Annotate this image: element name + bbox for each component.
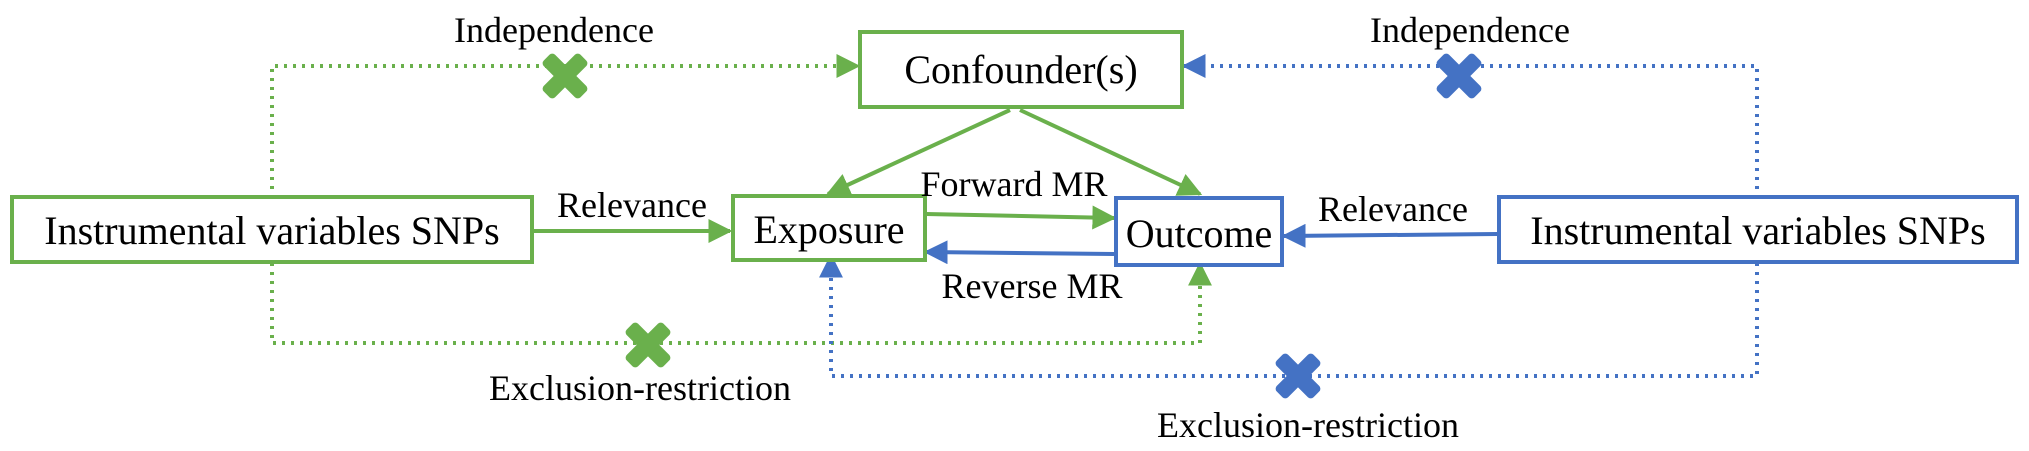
independence-label-left: Independence bbox=[454, 10, 654, 50]
exposure-node: Exposure bbox=[731, 194, 927, 262]
forward-mr-label: Forward MR bbox=[921, 164, 1108, 204]
iv-right-label: Instrumental variables SNPs bbox=[1530, 208, 1986, 253]
independence-path-right bbox=[1181, 54, 1759, 198]
x-cross-icon bbox=[542, 53, 588, 99]
confounder-node: Confounder(s) bbox=[858, 30, 1184, 109]
relevance-label-left: Relevance bbox=[557, 185, 707, 225]
x-cross-icon bbox=[1275, 353, 1321, 399]
exclusion-label-left: Exclusion-restriction bbox=[489, 368, 791, 408]
independence-path-left bbox=[270, 54, 861, 198]
confounder-to-outcome-arrow bbox=[1019, 108, 1203, 196]
outcome-label: Outcome bbox=[1126, 211, 1273, 256]
relevance-label-right: Relevance bbox=[1318, 189, 1468, 229]
confounder-to-exposure-arrow bbox=[825, 108, 1011, 196]
x-cross-icon bbox=[1436, 53, 1482, 99]
exposure-label: Exposure bbox=[753, 207, 904, 252]
reverse-mr-arrow bbox=[923, 240, 1115, 265]
x-cross-icon bbox=[625, 322, 671, 368]
relevance-arrow-right bbox=[1281, 223, 1498, 248]
outcome-node: Outcome bbox=[1114, 196, 1284, 267]
independence-label-right: Independence bbox=[1370, 10, 1570, 50]
iv-node-left: Instrumental variables SNPs bbox=[10, 195, 534, 264]
iv-left-label: Instrumental variables SNPs bbox=[44, 208, 500, 253]
forward-mr-arrow bbox=[925, 205, 1117, 230]
confounder-label: Confounder(s) bbox=[904, 47, 1137, 92]
exclusion-label-right: Exclusion-restriction bbox=[1157, 405, 1459, 445]
reverse-mr-label: Reverse MR bbox=[942, 266, 1123, 306]
iv-node-right: Instrumental variables SNPs bbox=[1497, 195, 2019, 264]
